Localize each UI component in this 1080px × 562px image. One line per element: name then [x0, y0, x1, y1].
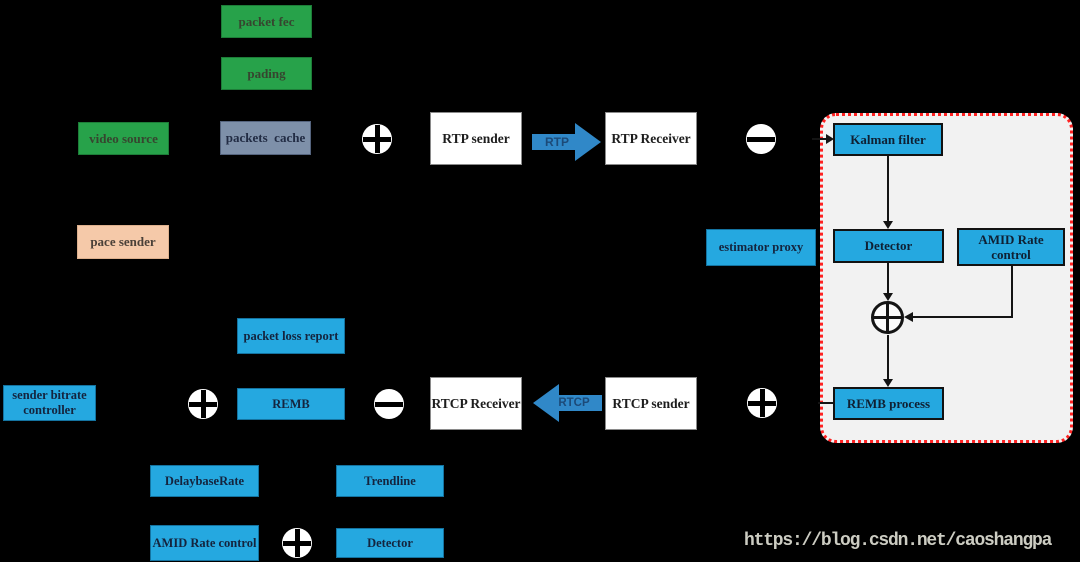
node-label: AMID Rate control: [978, 231, 1044, 262]
node-sender-bitrate-controller: sender bitrate controller: [3, 385, 96, 421]
node-label: REMB: [272, 396, 310, 411]
node-remb-process: REMB process: [833, 387, 944, 420]
circle-plus-icon: [747, 388, 777, 418]
connector-remb-process-out: [818, 402, 833, 404]
node-label: RTCP Receiver: [431, 395, 521, 411]
connector-amid-junction: [912, 316, 1013, 318]
node-label: REMB process: [846, 395, 931, 411]
circle-plus-icon: [871, 301, 904, 334]
node-label: Detector: [864, 238, 913, 254]
arrowhead-icon: [883, 221, 893, 229]
node-estimator-proxy: estimator proxy: [706, 229, 816, 266]
node-label: packets cache: [225, 130, 306, 146]
node-pace-sender: pace sender: [77, 225, 169, 259]
connector-detector-junction: [887, 263, 889, 294]
watermark-url: https://blog.csdn.net/caoshangpa: [744, 531, 1052, 551]
node-pading: pading: [221, 57, 312, 90]
node-label: packet fec: [238, 13, 295, 29]
node-amid-rate-control-bottom: AMID Rate control: [150, 525, 259, 561]
node-rtp-receiver: RTP Receiver: [605, 112, 697, 165]
rtcp-arrow-icon: [533, 384, 602, 422]
node-label: video source: [89, 130, 158, 146]
connector-into-kalman: [812, 138, 826, 140]
arrowhead-icon: [904, 312, 913, 322]
circle-minus-icon: [374, 389, 404, 419]
arrowhead-icon: [883, 293, 893, 301]
node-kalman-filter: Kalman filter: [833, 123, 943, 156]
node-label: packet loss report: [243, 328, 339, 343]
connector-junction-remb-process: [887, 335, 889, 379]
arrowhead-icon: [826, 134, 834, 144]
node-label: Detector: [367, 535, 413, 550]
node-label: Kalman filter: [850, 131, 926, 147]
circle-plus-icon: [188, 389, 218, 419]
connector-amid-down: [1011, 266, 1013, 318]
node-label: estimator proxy: [718, 240, 804, 255]
node-label: sender bitrate controller: [12, 388, 87, 417]
node-label: RTP sender: [442, 130, 510, 146]
node-label: pading: [247, 65, 286, 81]
node-label: RTCP sender: [612, 395, 690, 411]
node-label: pace sender: [90, 234, 156, 250]
node-detector-bottom: Detector: [336, 528, 444, 558]
node-detector-estimator: Detector: [833, 229, 944, 263]
node-delaybase-rate: DelaybaseRate: [150, 465, 259, 497]
node-remb: REMB: [237, 388, 345, 420]
node-video-source: video source: [78, 122, 169, 155]
circle-minus-icon: [746, 124, 776, 154]
node-label: RTP Receiver: [611, 130, 691, 146]
rtcp-arrow-label: RTCP: [558, 397, 590, 409]
arrowhead-icon: [883, 379, 893, 387]
rtp-arrow-icon: [532, 123, 601, 161]
connector-kalman-detector: [887, 156, 889, 222]
node-label: Trendline: [364, 473, 416, 488]
node-amid-rate-control-estimator: AMID Rate control: [957, 228, 1065, 266]
node-trendline: Trendline: [336, 465, 444, 497]
node-packets-cache: packets cache: [220, 121, 311, 155]
node-rtcp-sender: RTCP sender: [605, 377, 697, 430]
node-packet-fec: packet fec: [221, 5, 312, 38]
circle-plus-icon: [362, 124, 392, 154]
node-rtp-sender: RTP sender: [430, 112, 522, 165]
node-label: DelaybaseRate: [164, 473, 245, 488]
rtp-arrow-label: RTP: [545, 135, 569, 149]
circle-plus-icon: [282, 528, 312, 558]
node-label: AMID Rate control: [152, 535, 257, 550]
node-packet-loss-report: packet loss report: [237, 318, 345, 354]
node-rtcp-receiver: RTCP Receiver: [430, 377, 522, 430]
